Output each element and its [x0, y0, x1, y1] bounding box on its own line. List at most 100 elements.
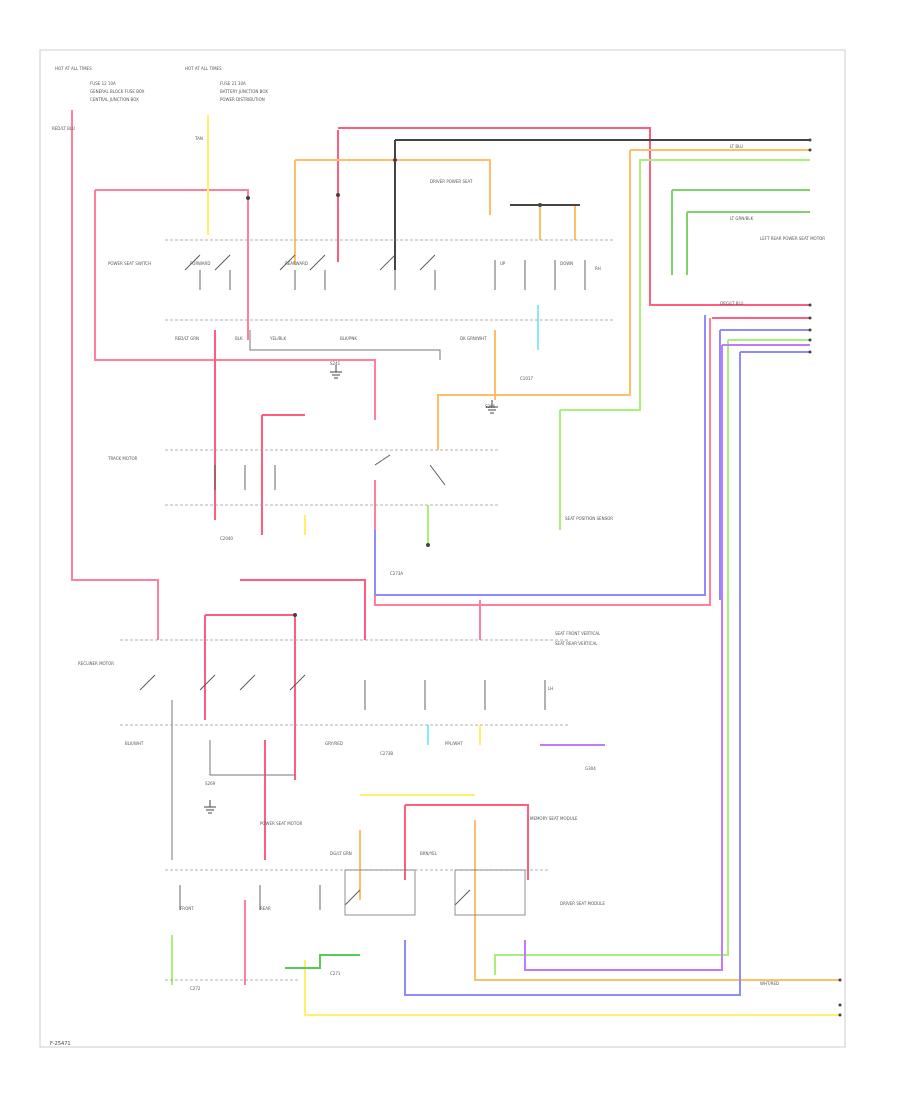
label: DK GRN/WHT	[460, 336, 487, 341]
switch-contact	[419, 254, 436, 290]
wire-yellow	[304, 960, 840, 1016]
relay-boxes	[344, 869, 526, 916]
label: SEAT FRONT VERTICAL	[555, 631, 601, 636]
label: BATTERY JUNCTION BOX	[220, 89, 268, 94]
label: HOT AT ALL TIMES	[55, 66, 92, 71]
splice-dot	[293, 613, 297, 617]
label: BLK/WHT	[125, 741, 144, 746]
label: DRIVER POWER SEAT	[430, 179, 473, 184]
wire-pink	[240, 579, 366, 640]
wire-orange	[437, 149, 810, 450]
label: POWER SEAT MOTOR	[260, 821, 302, 826]
component-outlines	[120, 239, 615, 981]
wire-pink	[338, 127, 810, 306]
label: S241	[330, 361, 341, 366]
label: DRIVER SEAT MODULE	[560, 901, 605, 906]
module-outline-bottom	[165, 869, 550, 981]
ground-icon	[330, 365, 342, 379]
wire-violet	[524, 344, 810, 971]
label: RED/LT GRN	[175, 336, 199, 341]
label: DG/LT GRN	[330, 851, 352, 856]
connector-end	[838, 1013, 842, 1017]
label: FUSE 21 30A	[220, 81, 246, 86]
label: YEL/BLK	[269, 336, 287, 341]
label: ORG/LT BLU	[720, 301, 744, 306]
connector-end	[808, 350, 812, 354]
ground-symbols	[204, 365, 498, 814]
connector-end	[808, 316, 812, 320]
module-outline-middle	[165, 449, 500, 506]
label: HOT AT ALL TIMES	[185, 66, 222, 71]
switch-symbols	[139, 254, 586, 910]
label: C273B	[380, 751, 393, 756]
module-outline-upper	[165, 239, 615, 321]
relay-box	[344, 869, 416, 916]
label: TAN	[194, 136, 203, 141]
wire-green	[671, 189, 810, 275]
switch-contact	[344, 889, 471, 906]
label: REARWARD	[285, 261, 308, 266]
connector-end	[808, 328, 812, 332]
wire-gray	[209, 740, 295, 776]
wire-orange	[539, 205, 576, 240]
label: RH	[595, 266, 601, 271]
wire-orange	[295, 159, 491, 215]
diagram-frame	[39, 49, 846, 1048]
label: BLK	[235, 336, 243, 341]
splice-dot	[393, 158, 397, 162]
switch-contact	[214, 254, 231, 290]
connector-end	[808, 338, 812, 342]
label: G304	[585, 766, 596, 771]
wire-green	[686, 211, 810, 275]
label: SEAT POSITION SENSOR	[565, 516, 613, 521]
splice-dot	[538, 203, 542, 207]
label: BLK/PNK	[340, 336, 357, 341]
wire-gray	[249, 330, 441, 360]
label: FORWARD	[190, 261, 210, 266]
wire-pink	[261, 414, 305, 535]
wire-blue	[404, 351, 810, 996]
label: GENERAL BLOCK FUSE BOX	[90, 89, 145, 94]
connector-ends	[808, 138, 842, 1017]
label: C1017	[520, 376, 533, 381]
label: CENTRAL JUNCTION BOX	[90, 97, 139, 102]
switch-contact	[494, 260, 586, 290]
switch-contact	[139, 674, 306, 691]
splice-points	[246, 158, 542, 617]
label: C2040	[220, 536, 233, 541]
label: RECLINER MOTOR	[78, 661, 114, 666]
label: LH	[548, 686, 553, 691]
label: FRONT	[180, 906, 194, 911]
label: DOWN	[560, 261, 573, 266]
wire-red	[71, 110, 159, 640]
wire-green	[285, 954, 360, 969]
label: C271	[330, 971, 341, 976]
label: UP	[500, 261, 506, 266]
diagram-code: F-25471	[50, 1041, 71, 1047]
label: WHT/RED	[760, 981, 779, 986]
ground-icon	[486, 400, 498, 414]
label: TRACK MOTOR	[107, 456, 138, 461]
label: RED/LT BLU	[52, 126, 75, 131]
connector-end	[808, 148, 812, 152]
label: S269	[205, 781, 216, 786]
splice-dot	[426, 543, 430, 547]
label: GRY/RED	[325, 741, 343, 746]
connector-end	[838, 978, 842, 982]
module-outline-lower	[120, 639, 570, 726]
label: C273A	[390, 571, 403, 576]
switch-contact	[184, 254, 201, 290]
switch-contact	[364, 680, 546, 710]
splice-dot	[336, 193, 340, 197]
wire-pink	[374, 318, 711, 606]
label: PPL/WHT	[445, 741, 463, 746]
switch-contact	[279, 254, 296, 290]
wire-pink	[404, 804, 529, 880]
splice-dot	[246, 196, 250, 200]
label: BRN/YEL	[420, 851, 438, 856]
wire-blue	[374, 315, 706, 596]
label: REAR	[260, 906, 271, 911]
switch-contact	[379, 254, 396, 290]
wire-orange	[474, 820, 840, 981]
